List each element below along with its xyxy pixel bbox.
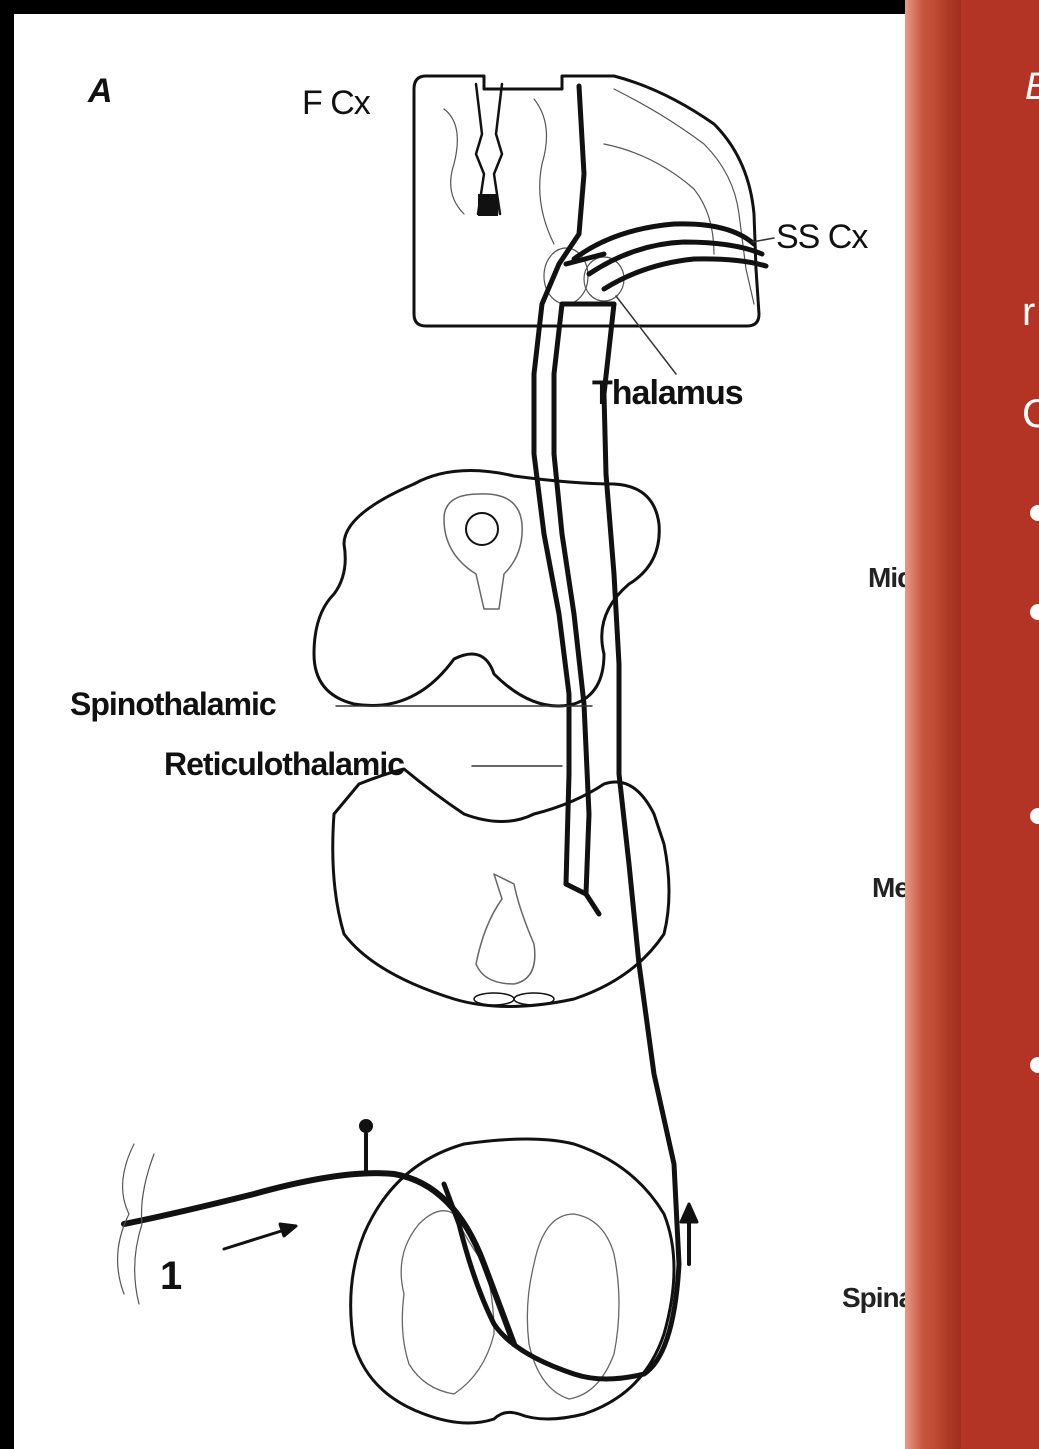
label-frontal-cortex: F Cx [302, 84, 370, 123]
slide-bullet [1030, 1057, 1039, 1073]
spinal-cord-section [351, 1139, 674, 1423]
label-reticulothalamic: Reticulothalamic [164, 746, 404, 783]
slide-bullet [1030, 808, 1039, 824]
ascending-tracts [444, 86, 766, 1379]
label-neuron-number: 1 [160, 1254, 181, 1299]
neuroanatomy-diagram [14, 14, 1024, 1449]
afferent-neuron [118, 1119, 514, 1344]
label-spinothalamic: Spinothalamic [70, 686, 276, 723]
slide-glyph-b: B [1025, 66, 1039, 109]
label-thalamus: Thalamus [592, 374, 743, 413]
slide-glyph-c: C [1022, 392, 1039, 437]
leader-lines [336, 238, 774, 766]
slide-bullet [1030, 505, 1039, 521]
slide-red-band [905, 0, 1039, 1449]
figure-panel: A F Cx SS Cx Thalamus Midbrain Spinothal… [14, 14, 1024, 1449]
medulla-section [333, 769, 669, 1007]
band-edge-shadow [935, 0, 961, 1449]
brain-section [414, 76, 759, 326]
slide-bullet [1030, 604, 1039, 620]
panel-letter: A [88, 72, 112, 111]
slide-glyph-r: r [1022, 290, 1035, 335]
label-somatosensory-cortex: SS Cx [776, 218, 867, 257]
